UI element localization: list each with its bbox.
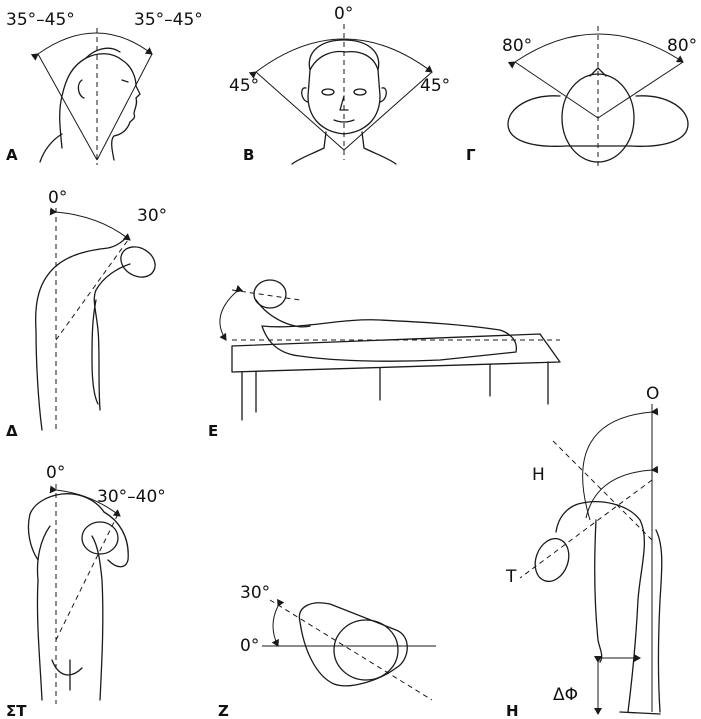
panel-h-label-t: T bbox=[505, 567, 517, 587]
panel-a-id: A bbox=[6, 146, 18, 164]
panel-st: 0° 30°–40° ΣΤ bbox=[6, 463, 166, 719]
panel-h-label-o: O bbox=[646, 384, 659, 404]
panel-z-shoulders bbox=[299, 603, 407, 686]
panel-b-id: B bbox=[243, 146, 254, 164]
panel-b-zero: 0° bbox=[334, 4, 353, 24]
panel-a-left-angle: 35°–45° bbox=[6, 10, 75, 30]
panel-b-ray-right bbox=[344, 72, 432, 150]
panel-d-body bbox=[36, 236, 130, 430]
panel-b-right-angle: 45° bbox=[420, 76, 450, 96]
panel-h-id: H bbox=[506, 702, 519, 719]
panel-e: E bbox=[208, 280, 560, 440]
panel-g-id: Γ bbox=[466, 146, 476, 164]
panel-d-angle: 30° bbox=[137, 206, 167, 226]
panel-g: 80° 80° Γ bbox=[466, 26, 697, 166]
panel-b-eye-left bbox=[322, 89, 334, 95]
panel-d-arc bbox=[56, 212, 130, 240]
panel-g-ray-left bbox=[515, 62, 598, 118]
panel-a-right-angle: 35°–45° bbox=[134, 10, 203, 30]
panel-a-shoulder bbox=[40, 134, 62, 162]
panel-z-angle: 30° bbox=[240, 583, 270, 603]
panel-b-mouth bbox=[334, 120, 354, 122]
panel-a-head bbox=[60, 54, 140, 160]
panel-a-ear bbox=[78, 80, 84, 98]
panel-d-arm bbox=[92, 300, 98, 404]
panel-h-label-df: ΔΦ bbox=[553, 685, 578, 705]
panel-h-arc-outer bbox=[583, 412, 652, 520]
panel-d-zero: 0° bbox=[48, 188, 67, 208]
panel-z-zero: 0° bbox=[240, 636, 259, 656]
panel-e-arm bbox=[256, 300, 310, 327]
panel-b-left-angle: 45° bbox=[229, 76, 259, 96]
panel-h-head bbox=[529, 534, 574, 586]
panel-g-left-angle: 80° bbox=[502, 36, 532, 56]
panel-b-ray-left bbox=[256, 72, 344, 150]
panel-e-ray bbox=[232, 290, 300, 300]
panel-d-head bbox=[115, 241, 160, 283]
panel-st-zero: 0° bbox=[46, 463, 65, 483]
panel-h: O H T ΔΦ H bbox=[505, 384, 662, 719]
panel-h-label-h: H bbox=[532, 465, 545, 485]
panel-h-arc-inner bbox=[586, 470, 652, 518]
panel-g-right-angle: 80° bbox=[667, 36, 697, 56]
panel-g-ray-right bbox=[598, 62, 683, 118]
panel-g-arc bbox=[515, 34, 683, 62]
panel-st-ray bbox=[56, 514, 118, 640]
panel-d: 0° 30° Δ bbox=[6, 188, 167, 440]
panel-b: 0° 45° 45° B bbox=[229, 4, 450, 164]
panel-h-feet bbox=[620, 712, 660, 714]
panel-st-head bbox=[82, 522, 118, 554]
panel-h-arm bbox=[595, 520, 602, 662]
panel-h-ray-h bbox=[552, 440, 652, 540]
panel-d-id: Δ bbox=[6, 422, 18, 440]
panel-a-eye bbox=[122, 80, 128, 82]
panel-b-eye-right bbox=[354, 89, 366, 95]
panel-a-ray-right bbox=[97, 54, 152, 160]
panel-h-ray-t bbox=[520, 480, 652, 578]
panel-z: 30° 0° Z bbox=[218, 583, 436, 719]
panel-e-id: E bbox=[208, 422, 218, 440]
panel-e-arc bbox=[220, 292, 236, 340]
panel-a: 35°–45° 35°–45° A bbox=[6, 10, 203, 165]
panel-d-ray bbox=[56, 240, 128, 340]
panel-st-id: ΣΤ bbox=[6, 702, 27, 719]
panel-z-id: Z bbox=[218, 702, 229, 719]
panel-z-head bbox=[334, 620, 398, 680]
panel-st-body bbox=[30, 494, 104, 700]
panel-a-ray-left bbox=[38, 54, 97, 160]
panel-st-angle: 30°–40° bbox=[97, 487, 166, 507]
panel-z-arc bbox=[273, 606, 278, 646]
